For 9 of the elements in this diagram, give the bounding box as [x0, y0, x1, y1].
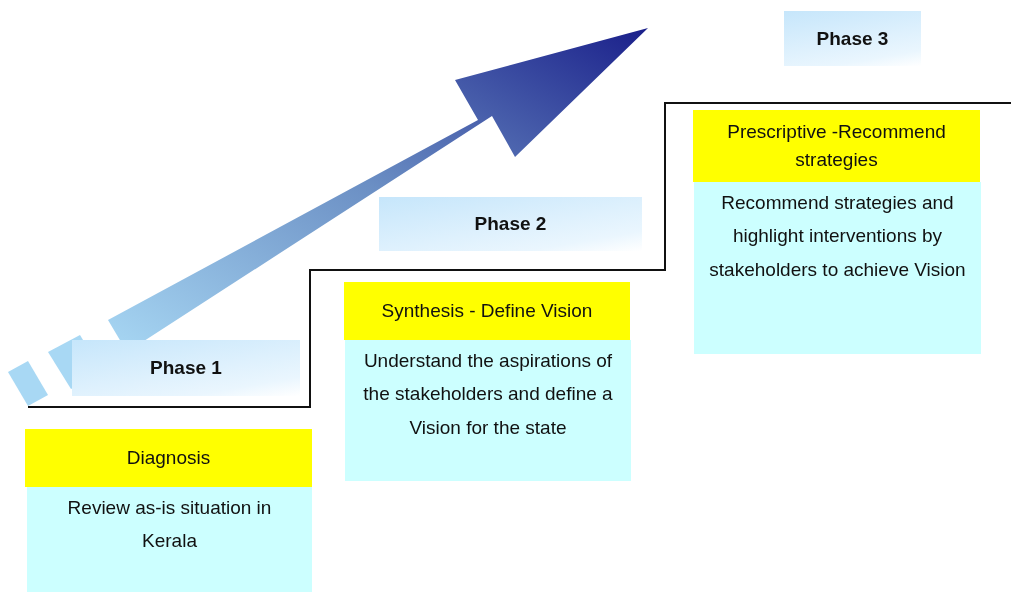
heading-box: Synthesis - Define Vision — [344, 282, 630, 340]
description-box: Review as-is situation in Kerala — [27, 487, 312, 592]
phase-band: Phase 2 — [379, 197, 642, 251]
heading-box: Diagnosis — [25, 429, 312, 487]
phase-band: Phase 3 — [784, 11, 921, 66]
description-box: Recommend strategies and highlight interventions by stakeholders to achieve Vision — [694, 182, 981, 354]
phase-band: Phase 1 — [72, 340, 300, 396]
description-box: Understand the aspirations of the stakeholders and define a Vision for the state — [345, 340, 631, 481]
heading-box: Prescriptive -Recommend strategies — [693, 110, 980, 182]
